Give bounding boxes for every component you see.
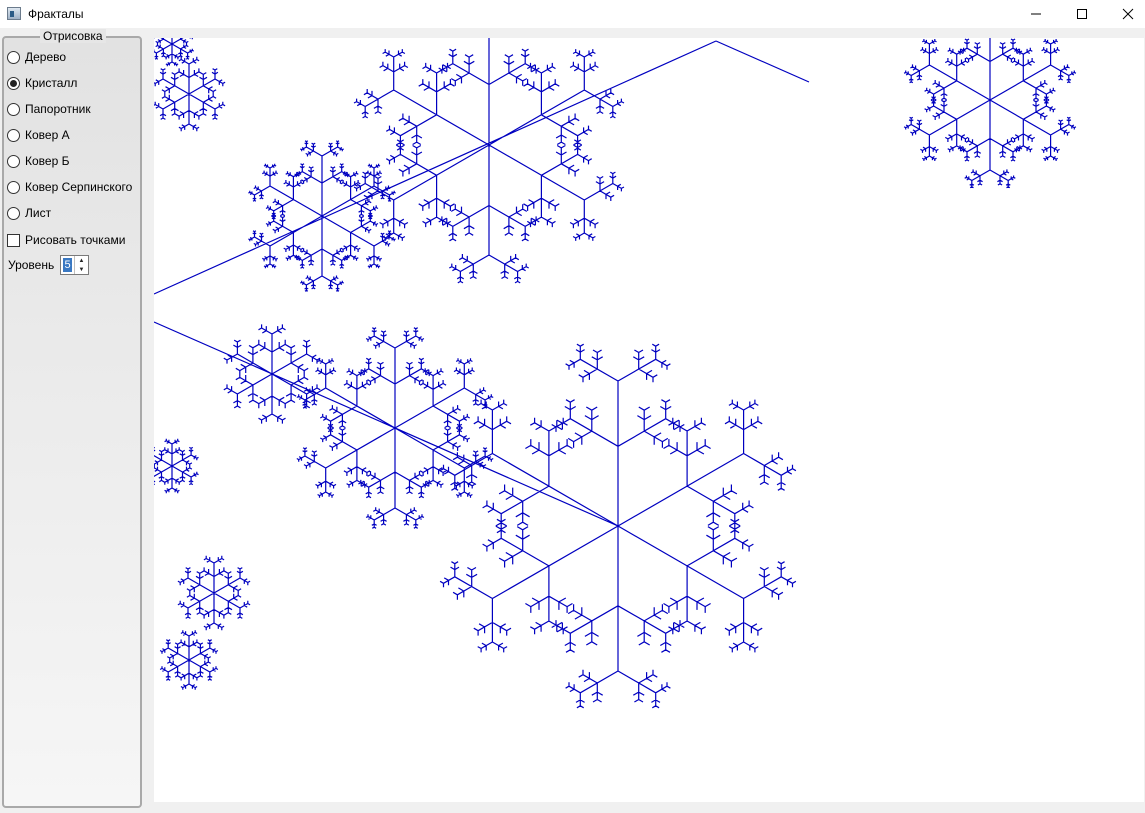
radio-sierpinski-carpet[interactable]: Ковер Серпинского — [7, 179, 132, 195]
group-legend: Отрисовка — [40, 29, 106, 43]
radio-fern[interactable]: Папоротник — [7, 101, 91, 117]
render-options-group — [2, 36, 142, 808]
radio-indicator — [7, 206, 20, 220]
radio-label: Ковер Серпинского — [25, 180, 133, 194]
close-icon — [1122, 8, 1134, 20]
window-title: Фракталы — [28, 7, 84, 21]
app-icon — [7, 7, 21, 20]
radio-indicator — [7, 50, 20, 64]
draw-dots-checkbox[interactable]: Рисовать точками — [7, 232, 125, 248]
radio-indicator — [7, 154, 20, 168]
radio-label: Дерево — [25, 50, 67, 64]
radio-indicator — [7, 128, 20, 142]
close-button[interactable] — [1105, 0, 1145, 28]
radio-indicator — [7, 180, 20, 194]
radio-label: Ковер Б — [25, 154, 70, 168]
level-spinbox[interactable]: 5 ▲ ▼ — [60, 255, 89, 275]
level-label: Уровень — [8, 258, 55, 272]
minimize-button[interactable] — [1013, 0, 1059, 28]
title-bar[interactable]: Фракталы — [0, 0, 1145, 28]
checkbox-indicator — [7, 233, 20, 247]
radio-carpet-a[interactable]: Ковер А — [7, 127, 70, 143]
radio-label: Папоротник — [25, 102, 91, 116]
maximize-button[interactable] — [1059, 0, 1105, 28]
radio-label: Кристалл — [25, 76, 78, 90]
fractal-canvas[interactable] — [154, 38, 1144, 802]
radio-leaf[interactable]: Лист — [7, 205, 51, 221]
spin-down-icon[interactable]: ▼ — [78, 266, 85, 273]
radio-tree[interactable]: Дерево — [7, 49, 66, 65]
fractal-drawing — [154, 38, 1077, 709]
minimize-icon — [1031, 13, 1041, 15]
checkbox-label: Рисовать точками — [25, 233, 126, 247]
radio-indicator — [7, 76, 20, 90]
radio-label: Лист — [25, 206, 52, 220]
spin-up-icon[interactable]: ▲ — [78, 257, 85, 264]
radio-crystal[interactable]: Кристалл — [7, 75, 77, 91]
radio-label: Ковер А — [25, 128, 70, 142]
level-value[interactable]: 5 — [63, 258, 72, 272]
radio-indicator — [7, 102, 20, 116]
maximize-icon — [1077, 9, 1087, 19]
radio-carpet-b[interactable]: Ковер Б — [7, 153, 69, 169]
fractal-strokes — [154, 38, 1077, 709]
